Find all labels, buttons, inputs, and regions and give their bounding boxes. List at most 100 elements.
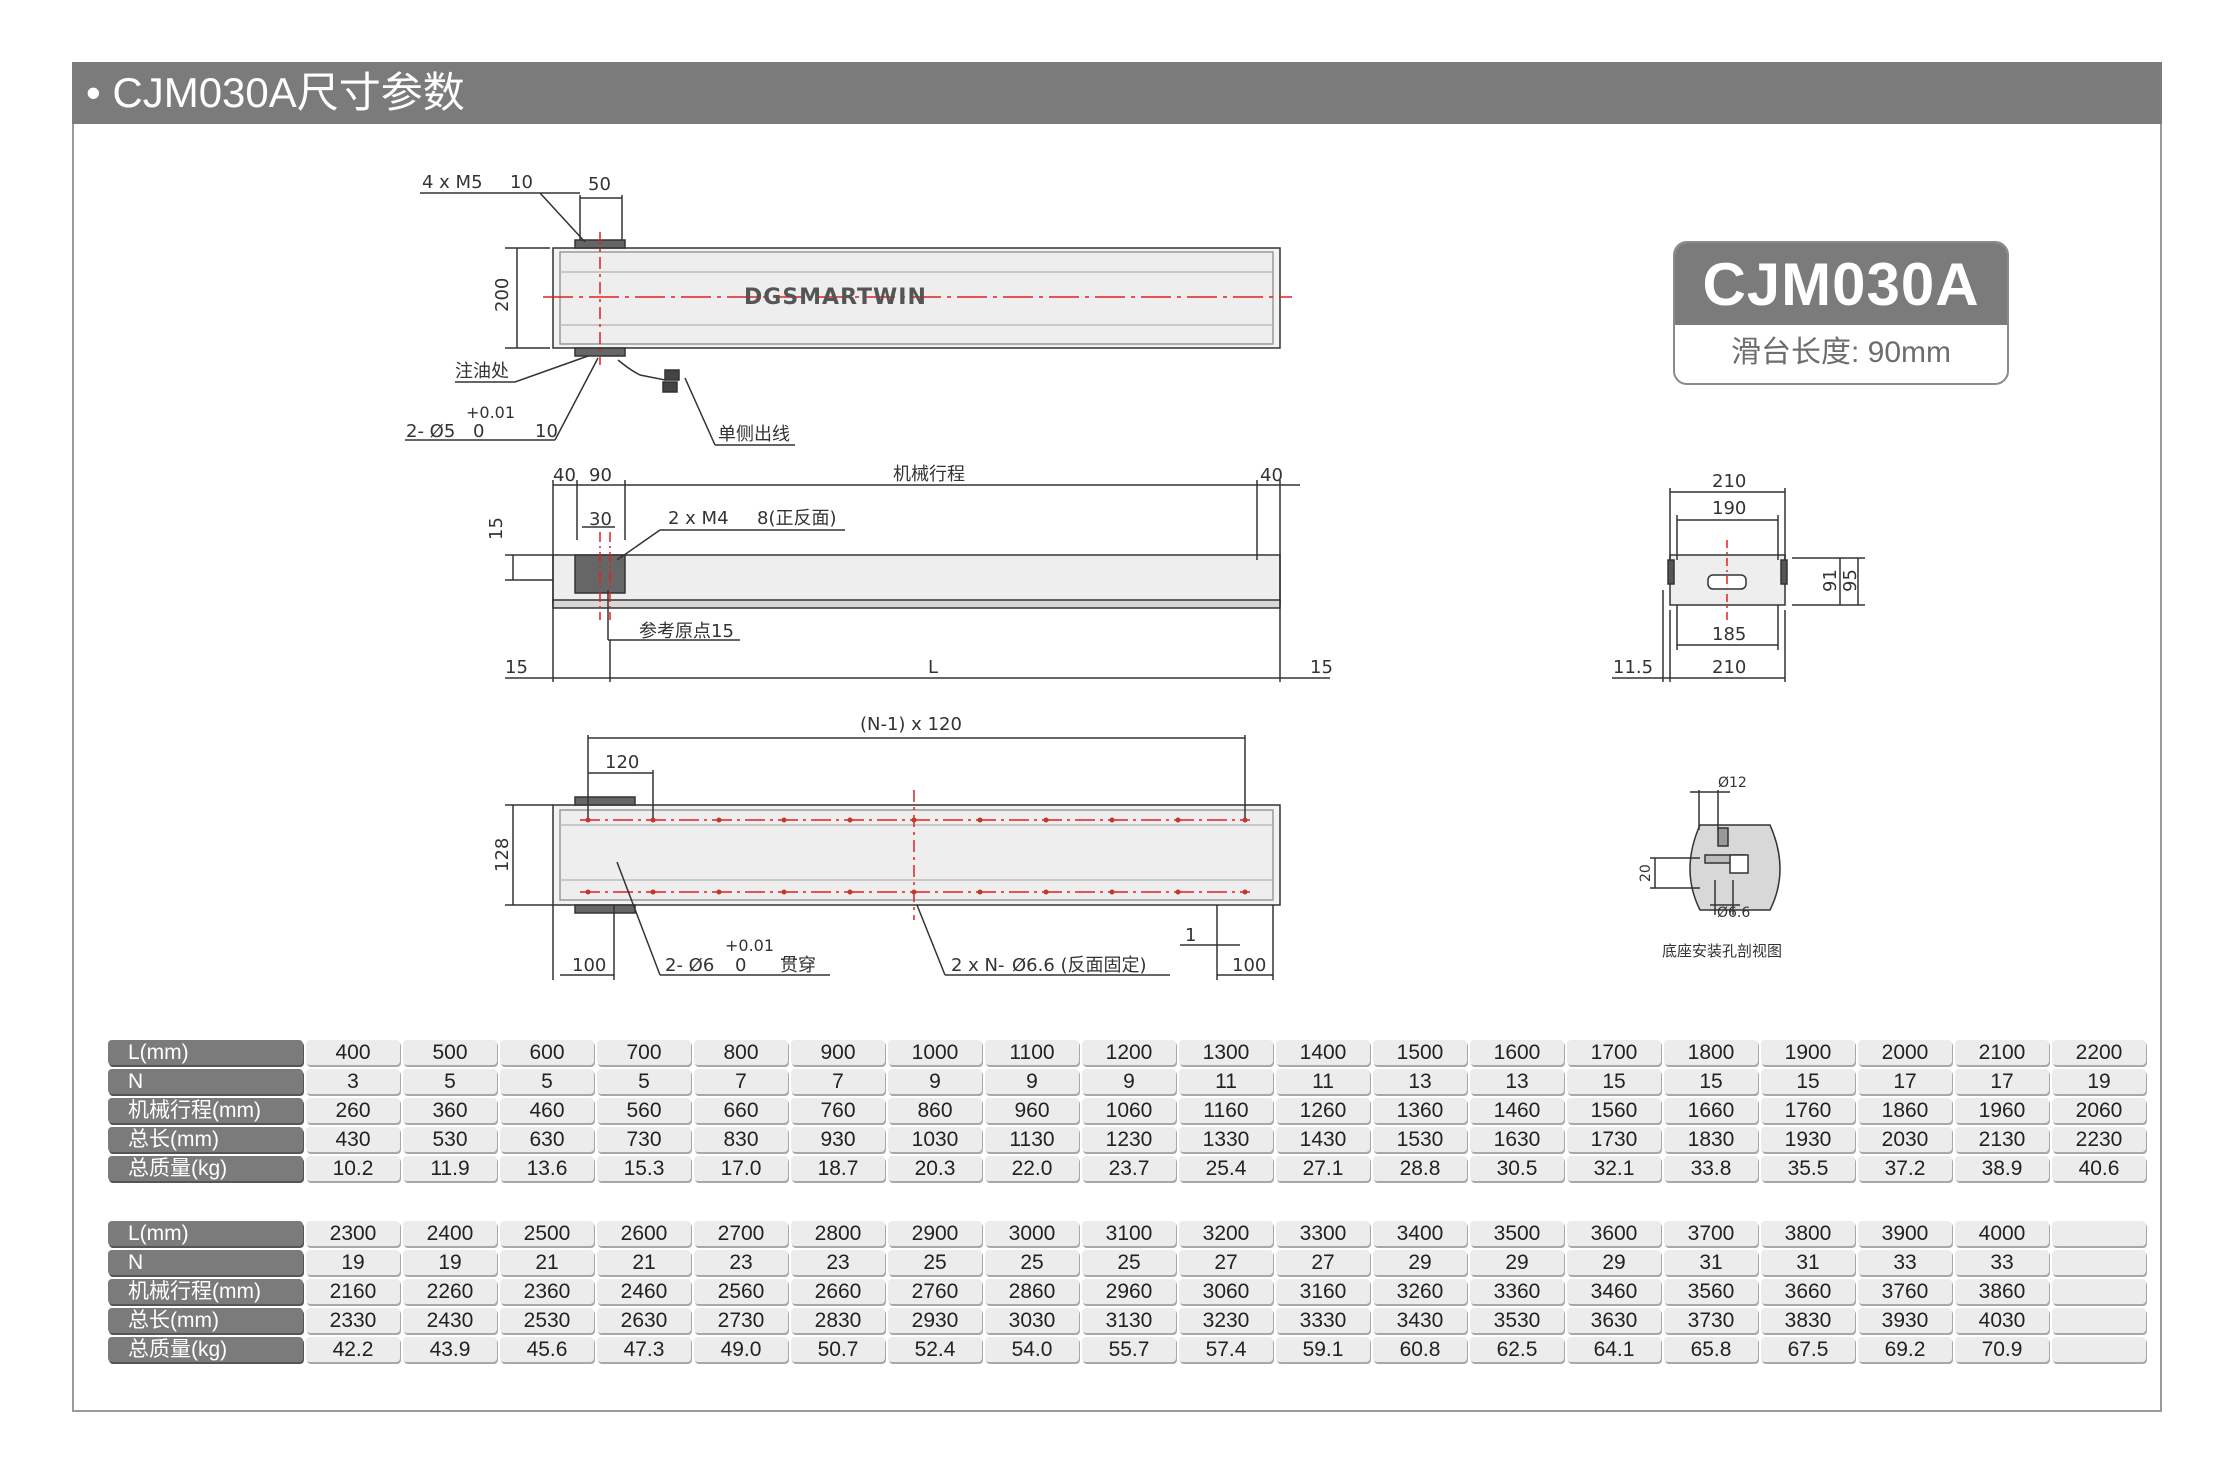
table-cell: 760 (791, 1098, 885, 1123)
bottom-d128: 128 (492, 838, 513, 872)
table-cell: 33 (1955, 1250, 2049, 1275)
table-cell: 43.9 (403, 1337, 497, 1362)
table-cell: 430 (306, 1127, 400, 1152)
section-d12: Ø12 (1718, 775, 1747, 791)
top-pin-tol: +0.01 (466, 403, 515, 422)
table-cell: 3030 (985, 1308, 1079, 1333)
table-cell: 1100 (985, 1040, 1079, 1065)
row-label: N (108, 1250, 303, 1275)
table-cell: 25 (985, 1250, 1079, 1275)
table-cell: 2030 (1858, 1127, 1952, 1152)
table-cell: 2900 (888, 1221, 982, 1246)
table-cell: 3260 (1373, 1279, 1467, 1304)
table-cell: 37.2 (1858, 1156, 1952, 1181)
bottom-tol-b: 0 (735, 955, 746, 976)
table-cell: 1330 (1179, 1127, 1273, 1152)
side-view (505, 480, 1330, 682)
section-header: • CJM030A尺寸参数 (72, 62, 2162, 124)
table-cell: 660 (694, 1098, 788, 1123)
table-cell: 460 (500, 1098, 594, 1123)
table-cell: 1500 (1373, 1040, 1467, 1065)
table-cell: 9 (985, 1069, 1079, 1094)
table-cell: 3360 (1470, 1279, 1564, 1304)
table-cell: 25 (888, 1250, 982, 1275)
table-cell: 1260 (1276, 1098, 1370, 1123)
table-cell (2052, 1221, 2146, 1246)
table-cell: 2860 (985, 1279, 1079, 1304)
table-cell: 860 (888, 1098, 982, 1123)
side-right-15: 15 (1310, 657, 1333, 678)
table-cell: 3930 (1858, 1308, 1952, 1333)
table-cell: 3830 (1761, 1308, 1855, 1333)
table-cell: 21 (500, 1250, 594, 1275)
table-cell: 3700 (1664, 1221, 1758, 1246)
table-cell: 3160 (1276, 1279, 1370, 1304)
table-cell: 1600 (1470, 1040, 1564, 1065)
table-cell: 2200 (2052, 1040, 2146, 1065)
table-cell: 17.0 (694, 1156, 788, 1181)
table-cell: 3130 (1082, 1308, 1176, 1333)
table-cell: 38.9 (1955, 1156, 2049, 1181)
top-pin-tol2: 0 (473, 421, 484, 442)
row-label: 机械行程(mm) (108, 1279, 303, 1304)
table-cell: 19 (306, 1250, 400, 1275)
table-cell: 560 (597, 1098, 691, 1123)
table-cell: 42.2 (306, 1337, 400, 1362)
table-cell: 5 (597, 1069, 691, 1094)
table-cell: 3760 (1858, 1279, 1952, 1304)
table-cell: 2430 (403, 1308, 497, 1333)
bottom-d1: 1 (1185, 925, 1196, 946)
table-cell: 1660 (1664, 1098, 1758, 1123)
table-cell: 69.2 (1858, 1337, 1952, 1362)
table-cell (2052, 1337, 2146, 1362)
table-cell: 5 (500, 1069, 594, 1094)
side-d40b: 40 (1260, 465, 1283, 486)
table-cell: 3430 (1373, 1308, 1467, 1333)
table-cell: 30.5 (1470, 1156, 1564, 1181)
bottom-d120: 120 (605, 752, 639, 773)
table-cell: 2830 (791, 1308, 885, 1333)
table-cell: 2560 (694, 1279, 788, 1304)
side-left-15: 15 (505, 657, 528, 678)
table-cell: 60.8 (1373, 1337, 1467, 1362)
table-cell: 45.6 (500, 1337, 594, 1362)
table-cell: 55.7 (1082, 1337, 1176, 1362)
bottom-d100a: 100 (572, 955, 606, 976)
table-cell: 25.4 (1179, 1156, 1273, 1181)
end-w185: 185 (1712, 624, 1746, 645)
table-cell: 3330 (1276, 1308, 1370, 1333)
table-cell: 1000 (888, 1040, 982, 1065)
table-cell: 2500 (500, 1221, 594, 1246)
table-cell: 13 (1373, 1069, 1467, 1094)
bottom-view (505, 735, 1281, 980)
side-d30: 30 (589, 509, 612, 530)
table-cell: 3900 (1858, 1221, 1952, 1246)
table-cell: 15 (1761, 1069, 1855, 1094)
table-cell: 19 (2052, 1069, 2146, 1094)
table-cell: 2160 (306, 1279, 400, 1304)
table-cell: 1530 (1373, 1127, 1467, 1152)
table-cell: 65.8 (1664, 1337, 1758, 1362)
table-cell: 2700 (694, 1221, 788, 1246)
table-cell: 33.8 (1664, 1156, 1758, 1181)
table-cell: 35.5 (1761, 1156, 1855, 1181)
table-cell: 360 (403, 1098, 497, 1123)
section-d66: Ø6.6 (1717, 905, 1750, 921)
table-cell: 62.5 (1470, 1337, 1564, 1362)
table-cell: 4000 (1955, 1221, 2049, 1246)
table-cell (2052, 1250, 2146, 1275)
table-cell: 27 (1179, 1250, 1273, 1275)
table-cell: 19 (403, 1250, 497, 1275)
table-cell: 3100 (1082, 1221, 1176, 1246)
table-cell: 52.4 (888, 1337, 982, 1362)
table-cell: 2960 (1082, 1279, 1176, 1304)
table-cell: 31 (1664, 1250, 1758, 1275)
table-cell: 28.8 (1373, 1156, 1467, 1181)
table-cell: 830 (694, 1127, 788, 1152)
table-cell: 13 (1470, 1069, 1564, 1094)
table-cell: 17 (1955, 1069, 2049, 1094)
